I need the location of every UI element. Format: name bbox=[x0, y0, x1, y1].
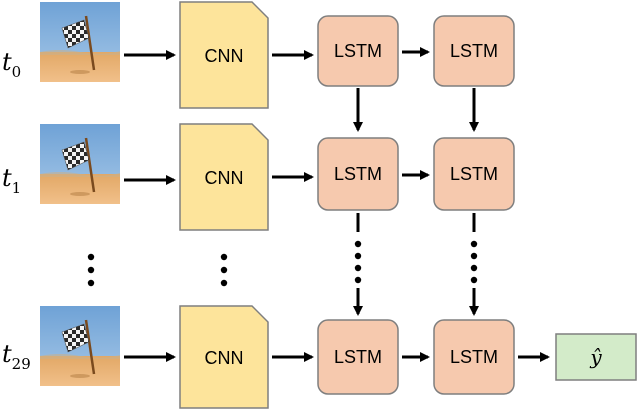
row-t1: t1 CNN LSTM LSTM bbox=[2, 122, 515, 231]
lstm-label: LSTM bbox=[450, 164, 498, 184]
lstm-block-t0-l2 bbox=[433, 15, 515, 87]
time-label-t0: t0 bbox=[2, 48, 21, 81]
row-t0: t0 CNN LSTM LSTM bbox=[2, 0, 515, 109]
lstm-block-t1-l1 bbox=[317, 137, 399, 211]
lstm-block-t29-l2 bbox=[433, 319, 515, 395]
output-label: ŷ bbox=[589, 345, 602, 369]
lstm-block-t29-l1 bbox=[317, 319, 399, 395]
lstm-block-t1-l2 bbox=[433, 137, 515, 211]
lstm-label: LSTM bbox=[334, 41, 382, 61]
ellipsis-frames bbox=[87, 253, 95, 287]
ellipsis-row bbox=[87, 213, 479, 316]
ellipsis-lstm-l2 bbox=[469, 213, 479, 316]
time-base: t bbox=[2, 340, 12, 368]
time-label-t1: t1 bbox=[2, 164, 21, 197]
time-base: t bbox=[2, 48, 12, 76]
cnn-block-t0 bbox=[179, 1, 269, 109]
lstm-block-t0-l1 bbox=[317, 15, 399, 87]
time-sub: 1 bbox=[12, 179, 22, 197]
cnn-block-t1 bbox=[179, 123, 269, 231]
cnn-label-t29: CNN bbox=[205, 348, 244, 368]
frame-image-t1 bbox=[38, 122, 122, 206]
lstm-label: LSTM bbox=[334, 347, 382, 367]
cnn-label-t0: CNN bbox=[205, 46, 244, 66]
time-label-t29: t29 bbox=[2, 340, 31, 373]
ellipsis-lstm-l1 bbox=[353, 213, 363, 316]
time-sub: 29 bbox=[12, 355, 31, 373]
time-sub: 0 bbox=[12, 63, 22, 81]
frame-image-t29 bbox=[38, 304, 122, 388]
ellipsis-cnn bbox=[220, 253, 228, 287]
time-base: t bbox=[2, 164, 12, 192]
output-block bbox=[555, 333, 637, 381]
row-t29: t29 CNN LSTM LSTM ŷ bbox=[2, 304, 637, 409]
frame-image-t0 bbox=[38, 0, 122, 84]
lstm-label: LSTM bbox=[450, 41, 498, 61]
lstm-label: LSTM bbox=[334, 164, 382, 184]
lstm-label: LSTM bbox=[450, 347, 498, 367]
cnn-label-t1: CNN bbox=[205, 168, 244, 188]
cnn-block-t29 bbox=[179, 305, 269, 409]
